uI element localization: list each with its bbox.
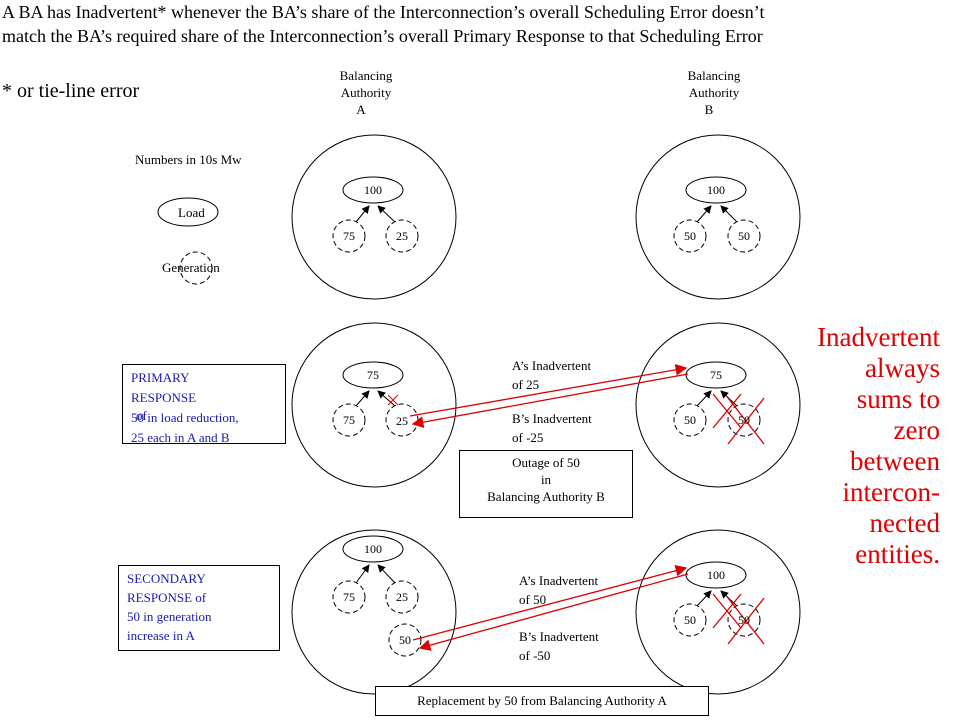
generation-circle xyxy=(673,219,707,253)
node-value: 25 xyxy=(396,590,408,604)
node-value: 75 xyxy=(367,368,379,382)
node-value: 50 xyxy=(738,229,750,243)
header-text: A BA has Inadvertent* whenever the BA’s … xyxy=(2,0,960,48)
node-value: 75 xyxy=(710,368,722,382)
generation-circle xyxy=(332,580,366,614)
legend-generation-label: Generation xyxy=(162,260,220,275)
load-ellipse xyxy=(342,176,404,204)
ba-b-initial-circle xyxy=(635,134,801,300)
ba-b-secondary-circle xyxy=(635,529,801,695)
node-value: 25 xyxy=(396,414,408,428)
ba-a-label: Balancing Authority A xyxy=(339,68,393,117)
node-value: 50 xyxy=(738,413,750,427)
primary-response-box: PRIMARY RESPONSE 50 in load reduction, 2… xyxy=(122,364,286,445)
node-value: 25 xyxy=(396,229,408,243)
node-value: 50 xyxy=(738,613,750,627)
inadvertent-sidebar: Inadvertent always sums to zero between … xyxy=(817,322,940,569)
legend-generation-circle xyxy=(179,251,213,285)
a-inadvertent-secondary: A’s Inadvertent of 50 xyxy=(519,573,599,607)
ba-b-label: Balancing Authority B xyxy=(687,68,741,117)
b-inadvertent-secondary: B’s Inadvertent of -50 xyxy=(519,629,599,663)
node-value: 100 xyxy=(707,183,725,197)
ba-a-secondary-circle xyxy=(291,529,457,695)
ba-a-initial-circle xyxy=(291,134,457,300)
generation-circle xyxy=(727,219,761,253)
legend-load-label: Load xyxy=(178,205,205,220)
node-value: 75 xyxy=(343,413,355,427)
node-value: 50 xyxy=(684,613,696,627)
node-value: 100 xyxy=(364,542,382,556)
node-value: 100 xyxy=(364,183,382,197)
b-inadvertent-primary: B’s Inadvertent of -25 xyxy=(512,411,592,445)
a-inadvertent-primary: A’s Inadvertent of 25 xyxy=(512,358,592,392)
outage-cross-icon xyxy=(712,393,765,445)
outage-box: Outage of 50 in Balancing Authority B xyxy=(459,450,633,518)
generation-circle xyxy=(332,403,366,437)
node-value: 75 xyxy=(343,590,355,604)
header-line-2: match the BA’s required share of the Int… xyxy=(2,26,763,46)
header-line-1: A BA has Inadvertent* whenever the BA’s … xyxy=(2,2,765,22)
outage-cross-icon xyxy=(712,593,765,645)
ba-b-primary-circle xyxy=(635,322,801,488)
units-note: Numbers in 10s Mw xyxy=(135,152,242,167)
node-value: 50 xyxy=(684,229,696,243)
legend-load-ellipse xyxy=(157,197,219,227)
generation-circle xyxy=(385,580,419,614)
load-ellipse xyxy=(685,176,747,204)
generation-circle xyxy=(673,403,707,437)
secondary-response-box: SECONDARY RESPONSE of 50 in generation i… xyxy=(118,565,280,651)
node-value: 50 xyxy=(399,633,411,647)
footnote: * or tie-line error xyxy=(2,80,140,102)
ba-a-primary-circle xyxy=(291,322,457,488)
node-value: 100 xyxy=(707,568,725,582)
generation-circle xyxy=(332,219,366,253)
replacement-box: Replacement by 50 from Balancing Authori… xyxy=(375,686,709,716)
node-value: 50 xyxy=(684,413,696,427)
load-ellipse xyxy=(342,361,404,389)
generation-circle xyxy=(673,603,707,637)
primary-overlay-text: of xyxy=(136,408,147,423)
generation-circle xyxy=(385,219,419,253)
load-ellipse xyxy=(342,535,404,563)
node-value: 75 xyxy=(343,229,355,243)
